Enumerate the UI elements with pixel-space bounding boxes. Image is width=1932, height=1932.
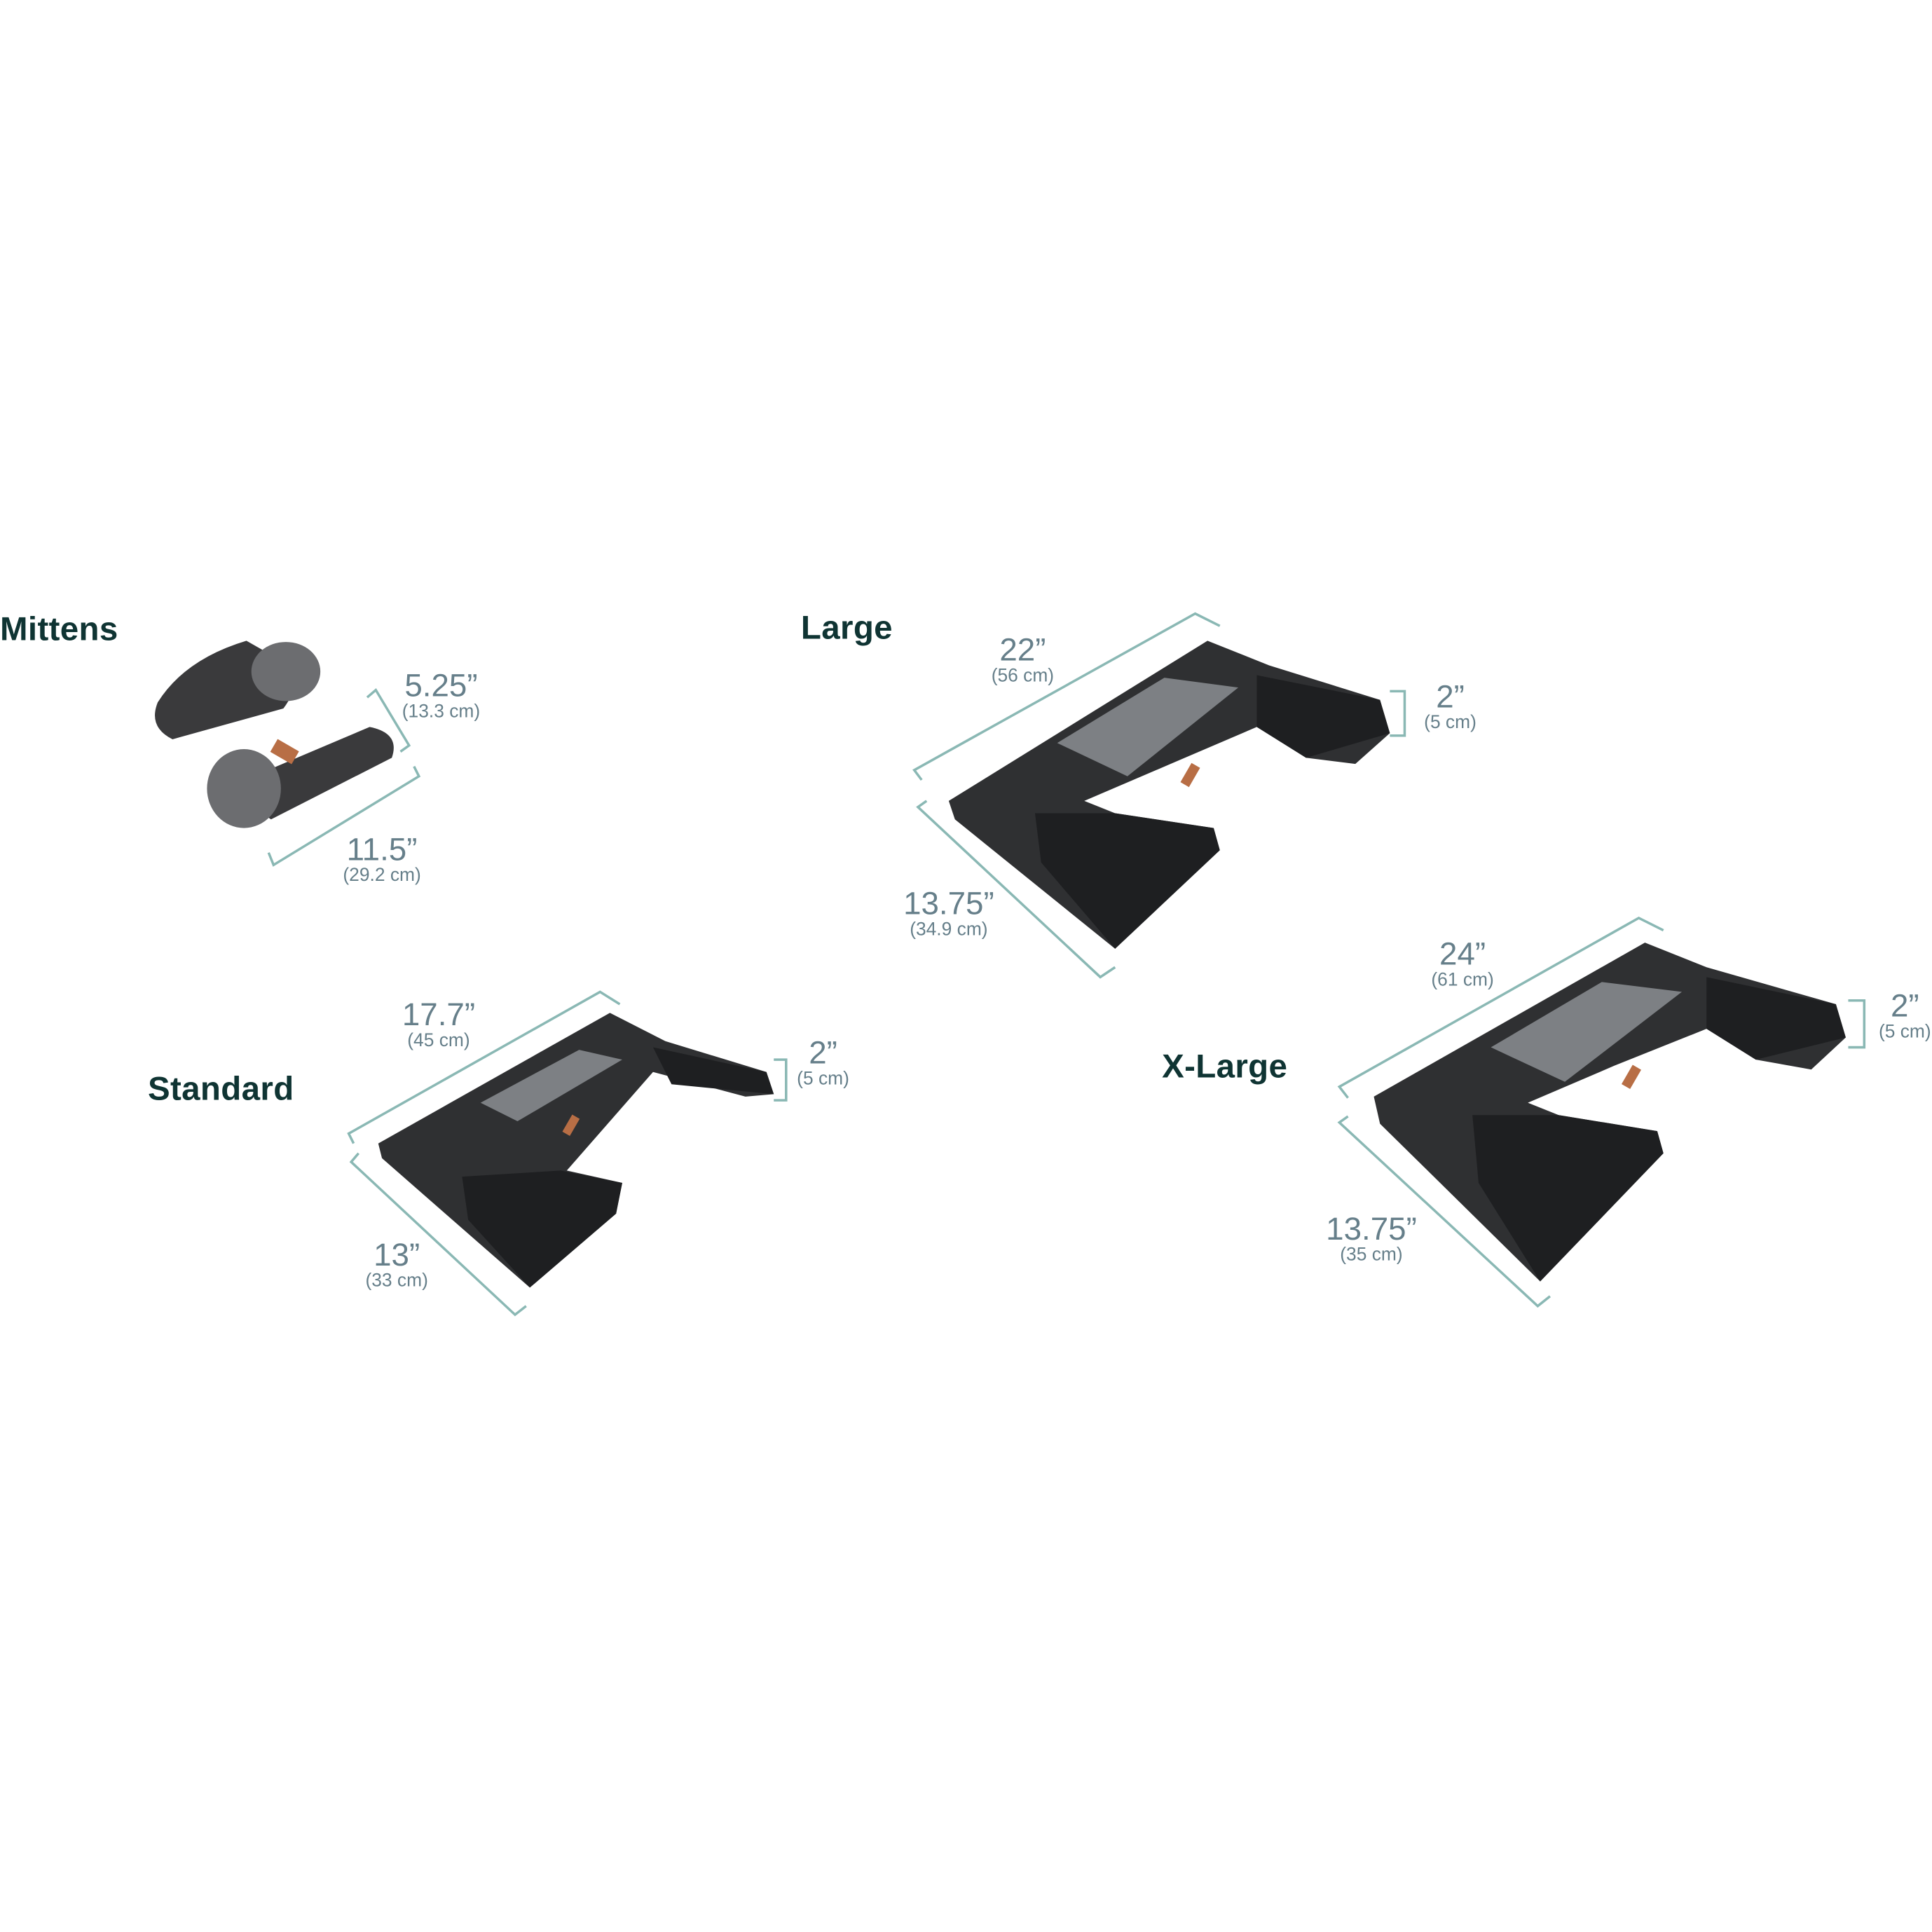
standard-depth-label: 13”(33 cm) bbox=[365, 1235, 428, 1292]
mittens-width-label: 5.25”(13.3 cm) bbox=[402, 666, 481, 722]
large-title: Large bbox=[800, 609, 893, 647]
standard-title: Standard bbox=[147, 1070, 294, 1107]
mittens-width-line bbox=[366, 687, 411, 753]
x-large-title: X-Large bbox=[1162, 1048, 1288, 1085]
xlarge-depth-label: 13.75”(35 cm) bbox=[1326, 1210, 1417, 1266]
mittens-length-label: 11.5”(29.2 cm) bbox=[343, 830, 421, 886]
mittens-image bbox=[155, 640, 394, 828]
large-height-label: 2”(5 cm) bbox=[1424, 678, 1477, 734]
xlarge-width-label: 24”(61 cm) bbox=[1431, 935, 1494, 991]
xlarge-height-line bbox=[1848, 999, 1866, 1049]
xlarge-depth-line bbox=[1337, 1115, 1551, 1308]
large-depth-line bbox=[916, 800, 1116, 979]
standard-width-line bbox=[347, 990, 621, 1144]
standard-handmuff-image bbox=[378, 1013, 774, 1288]
mittens-length-line bbox=[267, 765, 421, 867]
standard-width-label: 17.7”(45 cm) bbox=[402, 995, 476, 1051]
mittens-title: Mittens bbox=[0, 610, 118, 648]
dimension-lines bbox=[267, 612, 1866, 1317]
standard-depth-line bbox=[349, 1152, 527, 1317]
large-width-line bbox=[912, 612, 1221, 781]
x-large-handmuff-image bbox=[1373, 943, 1846, 1282]
large-width-label: 22”(56 cm) bbox=[991, 631, 1055, 687]
standard-height-label: 2”(5 cm) bbox=[797, 1034, 849, 1090]
standard-height-line bbox=[774, 1058, 788, 1102]
xlarge-height-label: 2”(5 cm) bbox=[1878, 987, 1931, 1043]
large-handmuff-image bbox=[948, 640, 1390, 949]
large-height-line bbox=[1390, 690, 1406, 737]
xlarge-width-line bbox=[1337, 916, 1664, 1099]
large-depth-label: 13.75”(34.9 cm) bbox=[903, 884, 994, 940]
